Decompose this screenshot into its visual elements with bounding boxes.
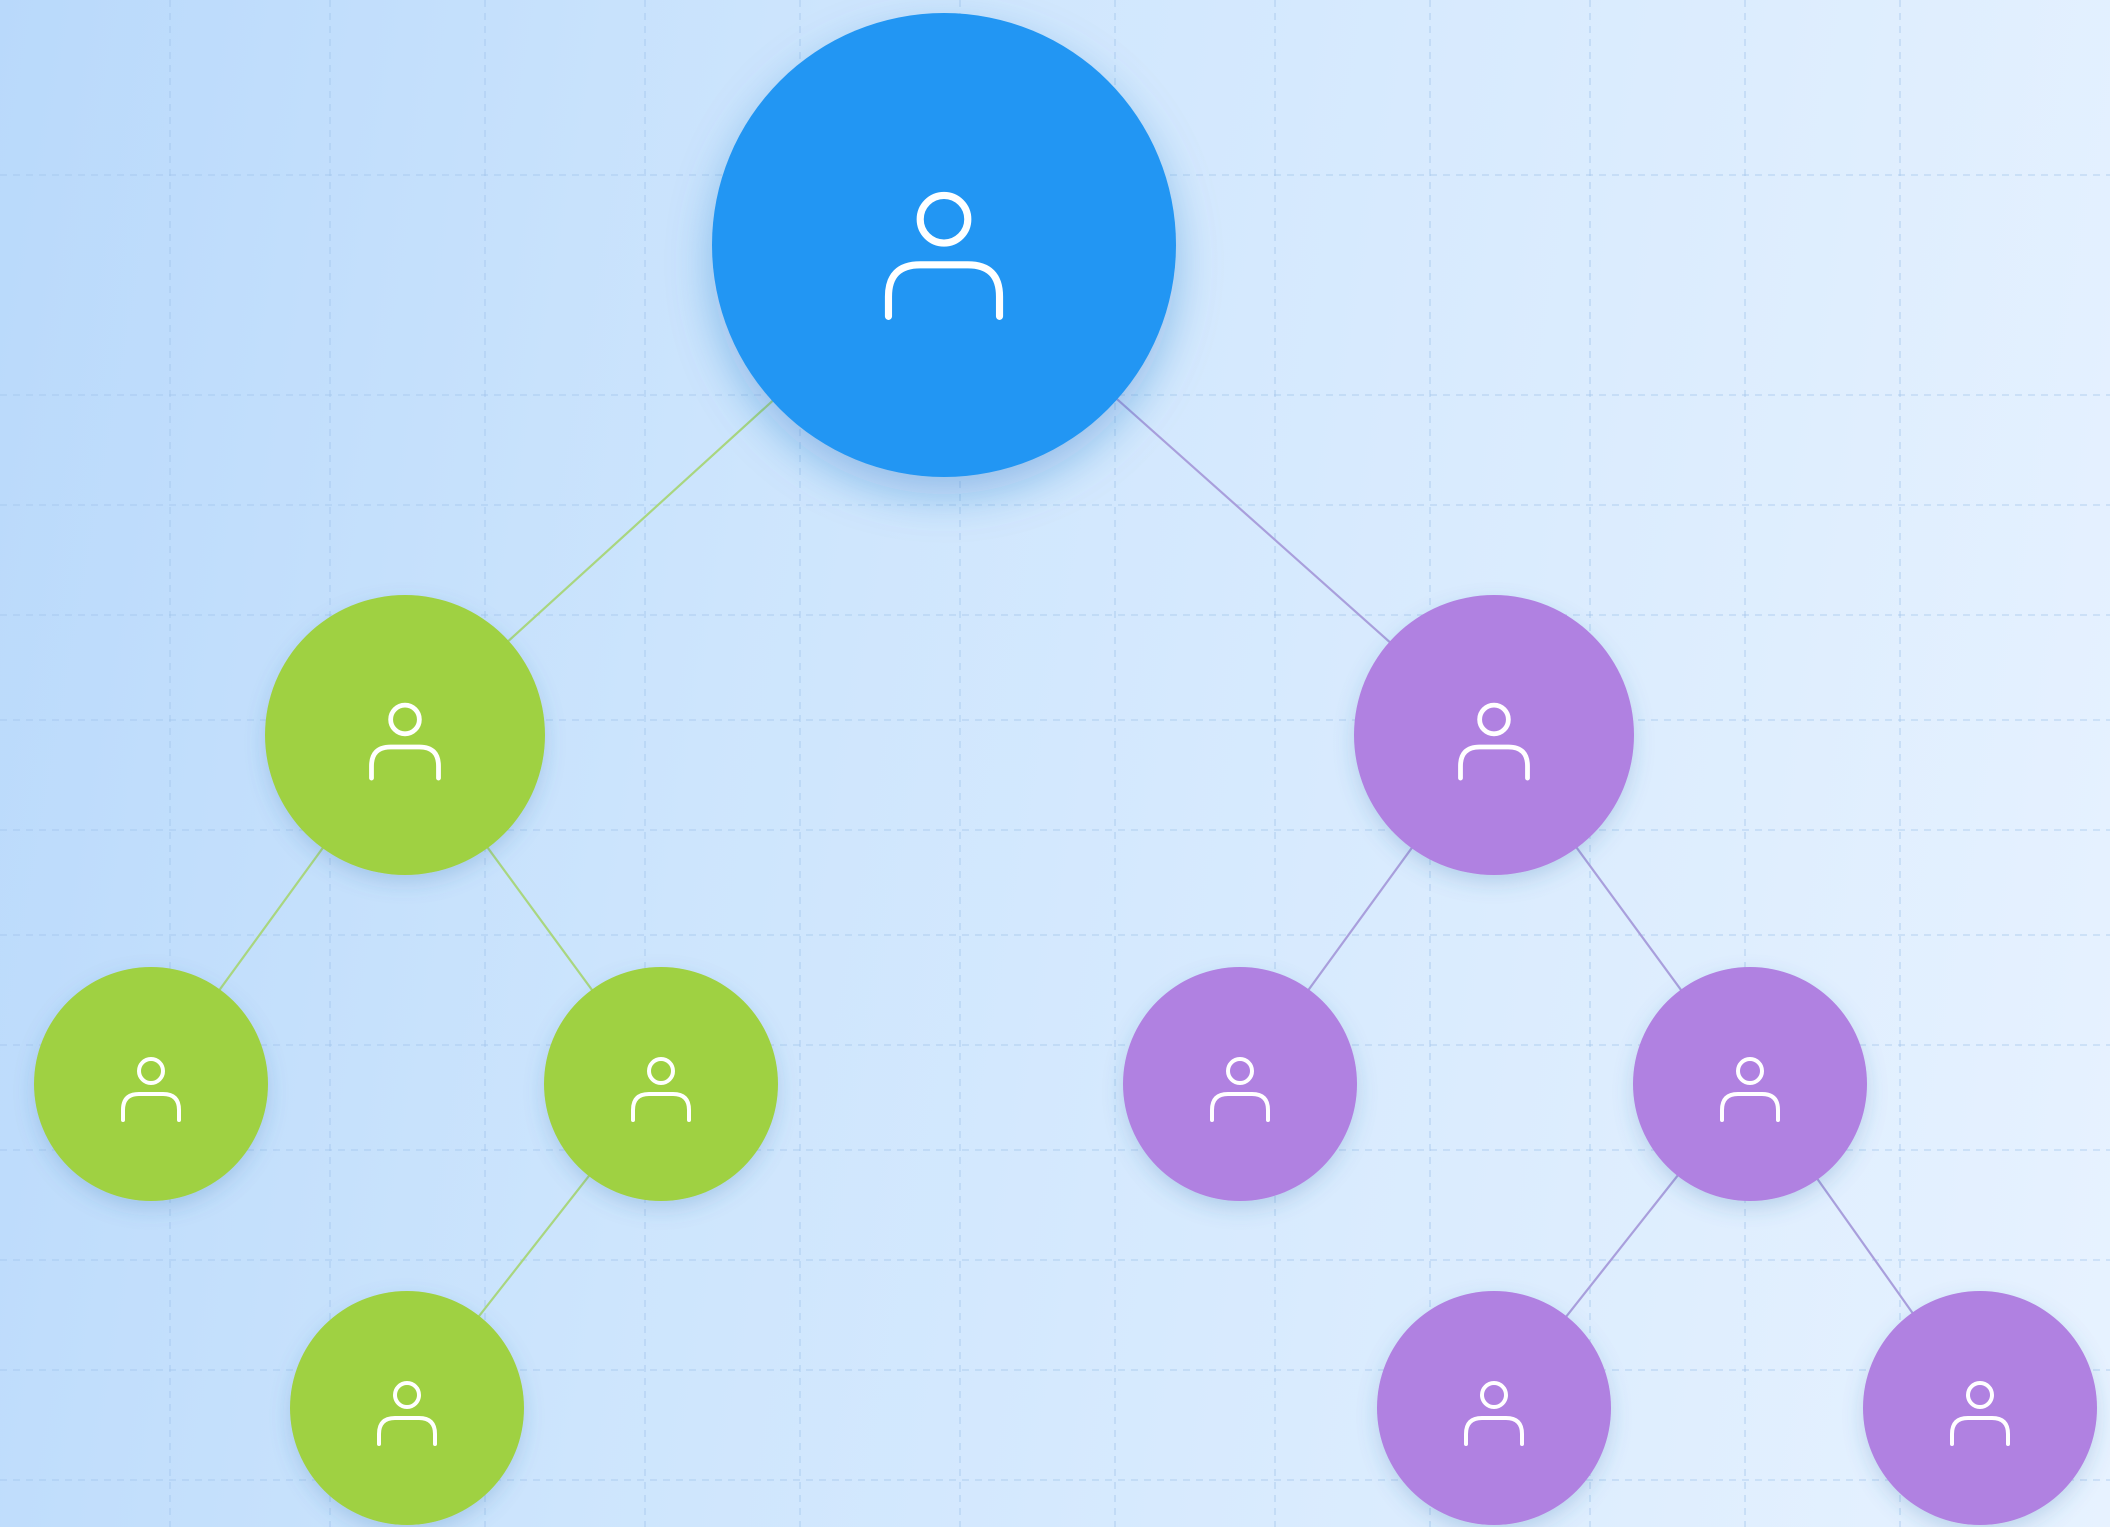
node-left-left[interactable]	[34, 967, 268, 1201]
person-icon	[1458, 702, 1530, 781]
tree-nodes	[34, 13, 2097, 1525]
person-icon	[1950, 1381, 2010, 1446]
person-icon	[631, 1057, 691, 1122]
node-right-right-right[interactable]	[1863, 1291, 2097, 1525]
node-root[interactable]	[712, 13, 1176, 477]
person-icon	[369, 702, 441, 781]
node-right[interactable]	[1354, 595, 1634, 875]
person-icon	[1464, 1381, 1524, 1446]
node-left[interactable]	[265, 595, 545, 875]
person-icon	[1720, 1057, 1780, 1122]
node-left-right-child[interactable]	[290, 1291, 524, 1525]
node-right-right-left[interactable]	[1377, 1291, 1611, 1525]
person-icon	[1210, 1057, 1270, 1122]
node-right-right[interactable]	[1633, 967, 1867, 1201]
person-icon	[121, 1057, 181, 1122]
node-left-right[interactable]	[544, 967, 778, 1201]
node-right-left[interactable]	[1123, 967, 1357, 1201]
person-icon	[884, 191, 1004, 320]
person-icon	[377, 1381, 437, 1446]
